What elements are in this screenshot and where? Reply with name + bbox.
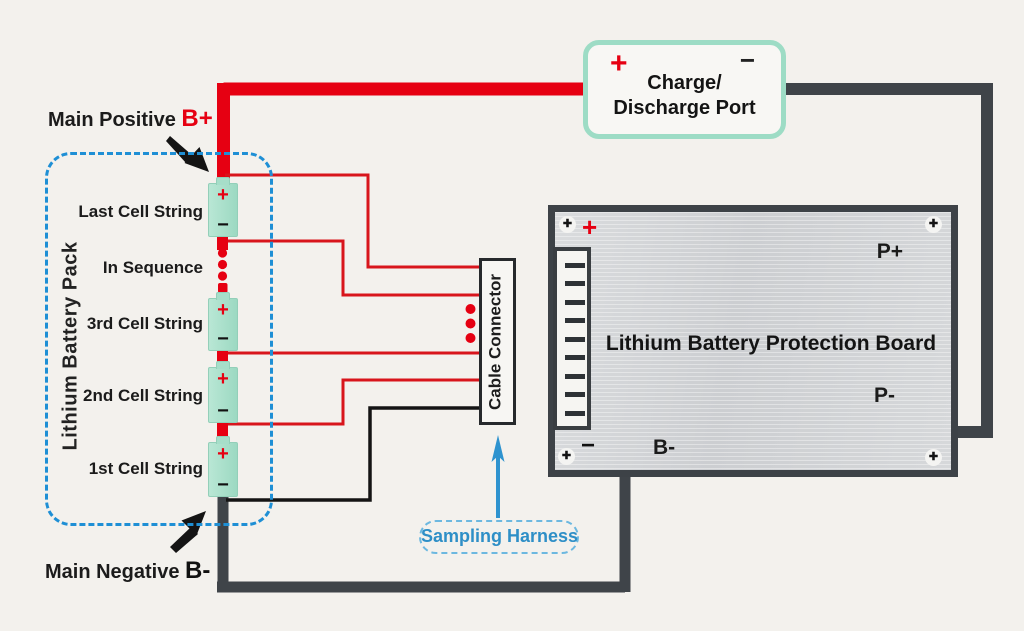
label-3rd-cell: 3rd Cell String [86, 314, 203, 333]
board-p-minus: P- [874, 384, 895, 407]
label-last-cell: Last Cell String [78, 202, 203, 221]
cell-plus-mark: + [217, 184, 229, 206]
cell-3rd: + − [208, 292, 238, 351]
charge-discharge-port: + − Charge/ Discharge Port [583, 40, 786, 139]
cell-minus-mark: − [217, 214, 229, 236]
port-plus-mark: + [610, 47, 628, 80]
cell-minus-mark: − [217, 328, 229, 350]
label-1st-cell: 1st Cell String [88, 459, 203, 478]
cable-connector: Cable Connector [479, 258, 516, 425]
cell-minus-mark: − [217, 474, 229, 496]
screw-icon: ✚ [925, 216, 942, 233]
cell-1st: + − [208, 436, 238, 497]
cell-2nd: + − [208, 361, 238, 423]
cell-plus-mark: + [217, 299, 229, 321]
b-plus-tag: B+ [181, 105, 213, 132]
main-positive-label: Main Positive B+ [48, 105, 213, 132]
sampling-harness-arrow [491, 435, 505, 518]
board-title: Lithium Battery Protection Board [605, 332, 937, 355]
screw-icon: ✚ [925, 449, 942, 466]
cell-plus-mark: + [217, 443, 229, 465]
harness-sequence-dots [465, 304, 476, 343]
cell-minus-mark: − [217, 400, 229, 422]
board-plus-mark: + [582, 212, 598, 242]
board-minus-mark: − [581, 432, 596, 459]
board-b-minus: B- [653, 436, 676, 459]
screw-icon: ✚ [559, 216, 576, 233]
board-p-plus: P+ [876, 240, 903, 263]
main-positive-wire [217, 82, 605, 181]
cell-last: + − [208, 177, 238, 237]
cell-plus-mark: + [217, 368, 229, 390]
sampling-harness-label: Sampling Harness [419, 520, 579, 554]
battery-pack-outline [45, 152, 273, 526]
b-minus-tag: B- [185, 557, 211, 584]
protection-board: ✚ ✚ ✚ ✚ + P+ Lithium Battery Protection … [548, 205, 958, 477]
cable-connector-label: Cable Connector [485, 273, 505, 411]
label-2nd-cell: 2nd Cell String [83, 386, 203, 405]
balance-connector [553, 247, 591, 430]
label-in-sequence: In Sequence [102, 258, 203, 277]
main-negative-label: Main Negative B- [45, 557, 211, 584]
port-label: Charge/ Discharge Port [613, 72, 756, 119]
port-minus-mark: − [739, 45, 755, 75]
screw-icon: ✚ [558, 448, 575, 465]
